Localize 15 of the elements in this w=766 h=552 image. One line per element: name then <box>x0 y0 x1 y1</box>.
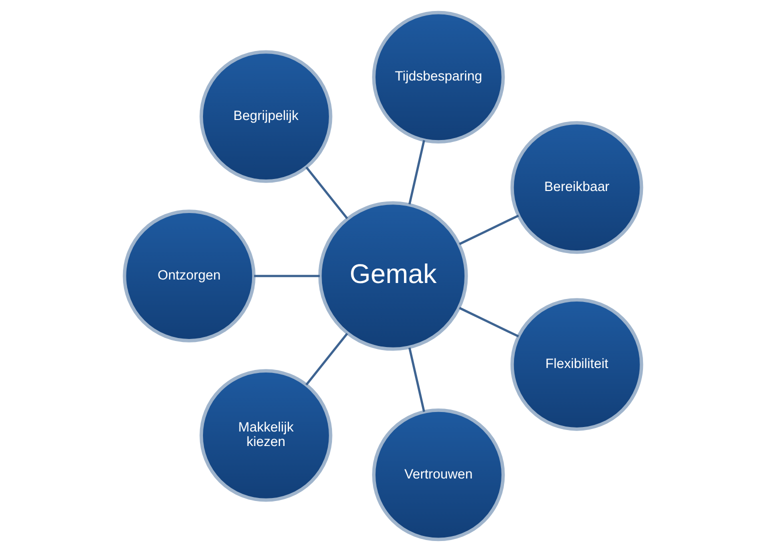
node-circle: Bereikbaar <box>510 121 644 254</box>
connector <box>408 348 426 412</box>
connector <box>458 214 519 246</box>
connector <box>305 332 348 386</box>
node-circle: Tijdsbesparing <box>372 10 505 144</box>
connector <box>254 274 320 278</box>
node-circle: Vertrouwen <box>372 408 505 542</box>
connector <box>408 140 426 204</box>
connector <box>305 166 348 220</box>
node-circle: Ontzorgen <box>122 210 256 342</box>
connector <box>458 306 519 338</box>
node-circle: Makkelijk kiezen <box>200 369 332 502</box>
node-circle: Begrijpelijk <box>200 50 332 183</box>
node-circle: Gemak <box>318 201 468 351</box>
node-circle: Flexibiliteit <box>510 298 644 431</box>
